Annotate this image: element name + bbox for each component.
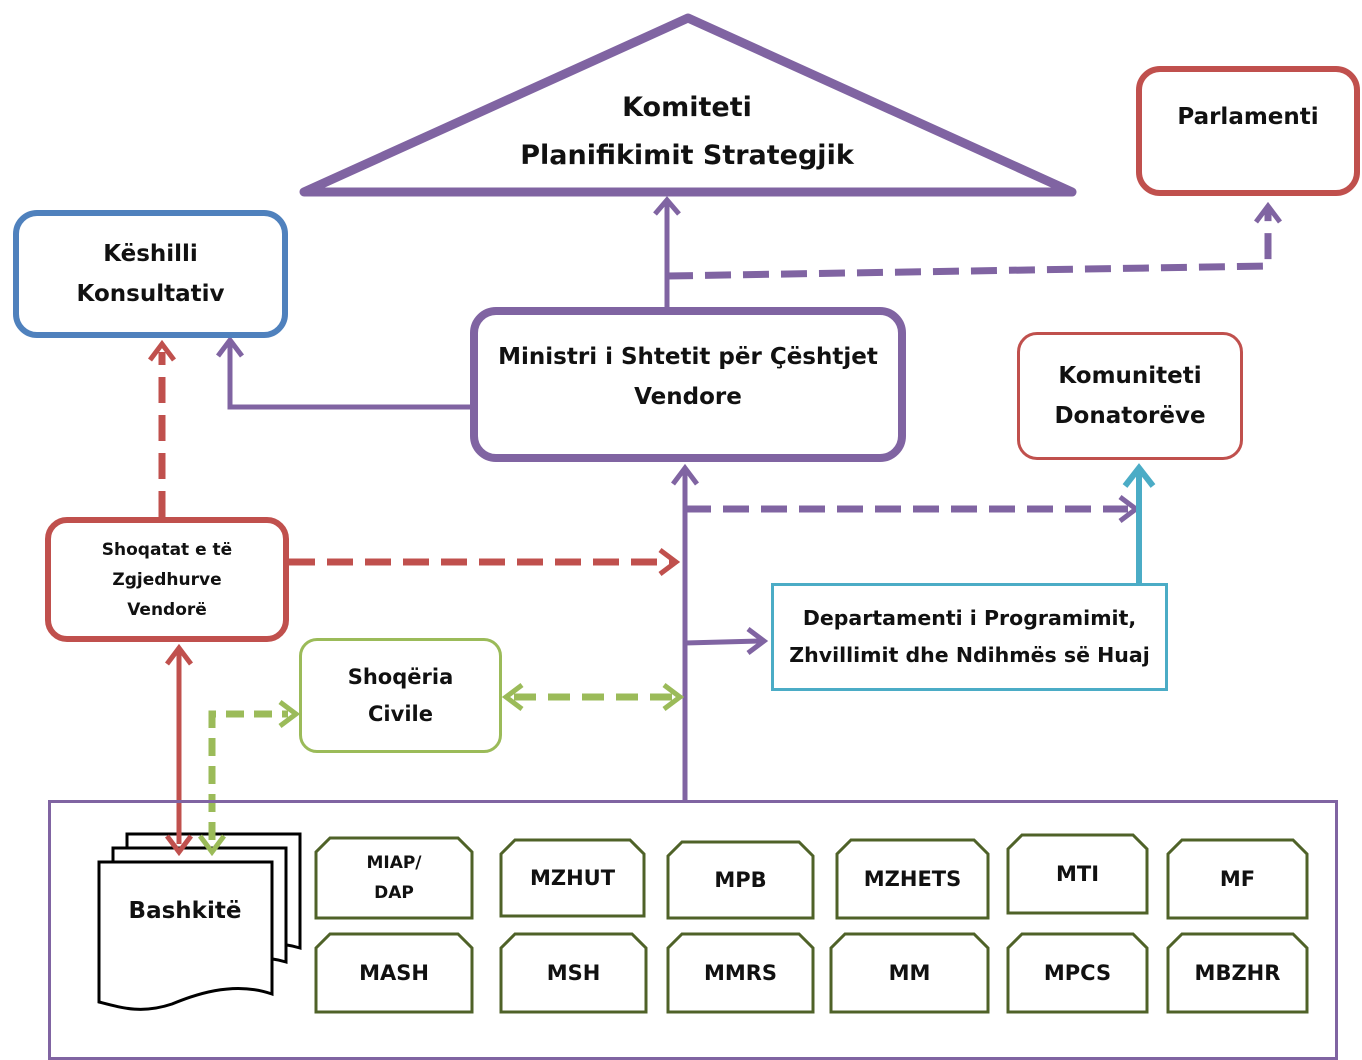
ministri-box: Ministri i Shtetit për Çështjet Vendore	[470, 307, 906, 462]
ministry-tab: MF	[1166, 838, 1309, 920]
komuniteti-donatoreve-box: Komuniteti Donatorëve	[1017, 332, 1243, 460]
ministry-tab-line1: MMRS	[703, 961, 778, 985]
komiteti-line1: Komiteti	[622, 92, 752, 123]
ministri-line1: Ministri i Shtetit për Çështjet	[498, 344, 878, 370]
ministry-tab-line1: MM	[888, 961, 931, 985]
komuniteti-line2: Donatorëve	[1054, 403, 1206, 429]
ministry-tab: MBZHR	[1166, 932, 1309, 1014]
shoqatat-box: Shoqatat e të Zgjedhurve Vendorë	[45, 517, 289, 642]
shoqatat-line1: Shoqatat e të	[101, 539, 233, 560]
ministry-tab-line2: DAP	[374, 883, 414, 903]
ministry-tab: MASH	[314, 932, 474, 1014]
parlamenti-box: Parlamenti	[1136, 66, 1360, 196]
ministry-tab: MM	[829, 932, 990, 1014]
ministry-tab: MZHETS	[835, 838, 990, 920]
keshilli-konsultativ-box: Këshilli Konsultativ	[13, 210, 288, 338]
ministry-tab-line1: MZHUT	[529, 866, 616, 890]
shoqeria-line2: Civile	[368, 701, 433, 726]
keshilli-line1: Këshilli	[103, 241, 198, 267]
ministry-tab-line1: MIAP/	[366, 853, 422, 873]
departamenti-line1: Departamenti i Programimit,	[802, 606, 1137, 630]
ministry-tab-line1: MBZHR	[1194, 961, 1281, 985]
ministry-tab-line1: MPB	[714, 868, 767, 892]
bashkite-document-stack	[97, 832, 302, 1011]
ministry-tab: MSH	[499, 932, 648, 1014]
ministry-tab-line1: MZHETS	[863, 867, 962, 891]
ministry-tab: MMRS	[666, 932, 815, 1014]
shoqeria-line1: Shoqëria	[347, 664, 454, 689]
komiteti-triangle	[299, 13, 1077, 197]
departamenti-box: Departamenti i Programimit, Zhvillimit d…	[771, 583, 1168, 691]
ministri-line2: Vendore	[634, 384, 742, 410]
keshilli-line2: Konsultativ	[76, 281, 225, 307]
ministry-tab-line1: MPCS	[1043, 961, 1112, 985]
ministry-tab: MPB	[666, 840, 815, 920]
ministry-tab: MIAP/ DAP	[314, 836, 474, 920]
ministry-tab-line1: MTI	[1055, 862, 1100, 886]
ministry-tab-line1: MASH	[359, 961, 429, 985]
bashkite-label: Bashkitë	[128, 898, 242, 924]
ministry-tab: MZHUT	[499, 838, 646, 918]
komiteti-label: Komiteti Planifikimit Strategjik	[487, 84, 887, 180]
ministry-tab-line1: MSH	[546, 961, 601, 985]
ministry-tab: MTI	[1006, 833, 1149, 915]
shoqatat-line2: Zgjedhurve	[112, 569, 222, 590]
ministry-tab-line1: MF	[1219, 867, 1256, 891]
parlamenti-label: Parlamenti	[1177, 104, 1319, 130]
departamenti-line2: Zhvillimit dhe Ndihmës së Huaj	[789, 643, 1150, 667]
komuniteti-line1: Komuniteti	[1058, 363, 1202, 389]
shoqeria-civile-box: Shoqëria Civile	[299, 638, 502, 753]
komiteti-line2: Planifikimit Strategjik	[520, 140, 854, 171]
ministry-tab: MPCS	[1006, 932, 1149, 1014]
shoqatat-line3: Vendorë	[127, 599, 207, 620]
